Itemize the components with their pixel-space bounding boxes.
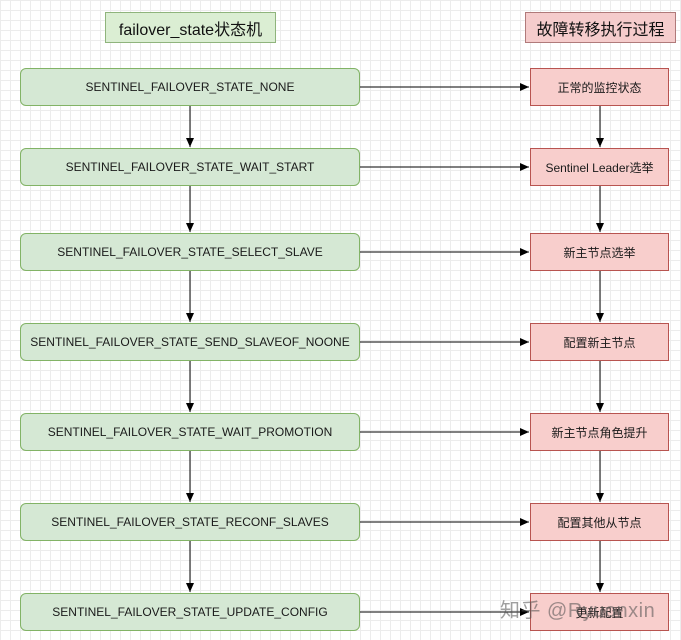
state-node-send-slaveof-noone: SENTINEL_FAILOVER_STATE_SEND_SLAVEOF_NOO…: [20, 323, 360, 361]
watermark: 知乎 @Ryuonxin: [500, 600, 656, 622]
step-node-configure-new-master: 配置新主节点: [530, 323, 669, 361]
step-node-leader-election: Sentinel Leader选举: [530, 148, 669, 186]
state-machine-header: failover_state状态机: [105, 12, 276, 43]
step-node-new-master-election: 新主节点选举: [530, 233, 669, 271]
step-node-role-promotion: 新主节点角色提升: [530, 413, 669, 451]
step-node-update-config: 更新配置: [530, 593, 669, 631]
state-node-select-slave: SENTINEL_FAILOVER_STATE_SELECT_SLAVE: [20, 233, 360, 271]
state-node-none: SENTINEL_FAILOVER_STATE_NONE: [20, 68, 360, 106]
state-node-update-config: SENTINEL_FAILOVER_STATE_UPDATE_CONFIG: [20, 593, 360, 631]
state-node-wait-start: SENTINEL_FAILOVER_STATE_WAIT_START: [20, 148, 360, 186]
failover-process-header: 故障转移执行过程: [525, 12, 676, 43]
step-node-normal-monitoring: 正常的监控状态: [530, 68, 669, 106]
step-node-configure-slaves: 配置其他从节点: [530, 503, 669, 541]
state-node-wait-promotion: SENTINEL_FAILOVER_STATE_WAIT_PROMOTION: [20, 413, 360, 451]
state-node-reconf-slaves: SENTINEL_FAILOVER_STATE_RECONF_SLAVES: [20, 503, 360, 541]
